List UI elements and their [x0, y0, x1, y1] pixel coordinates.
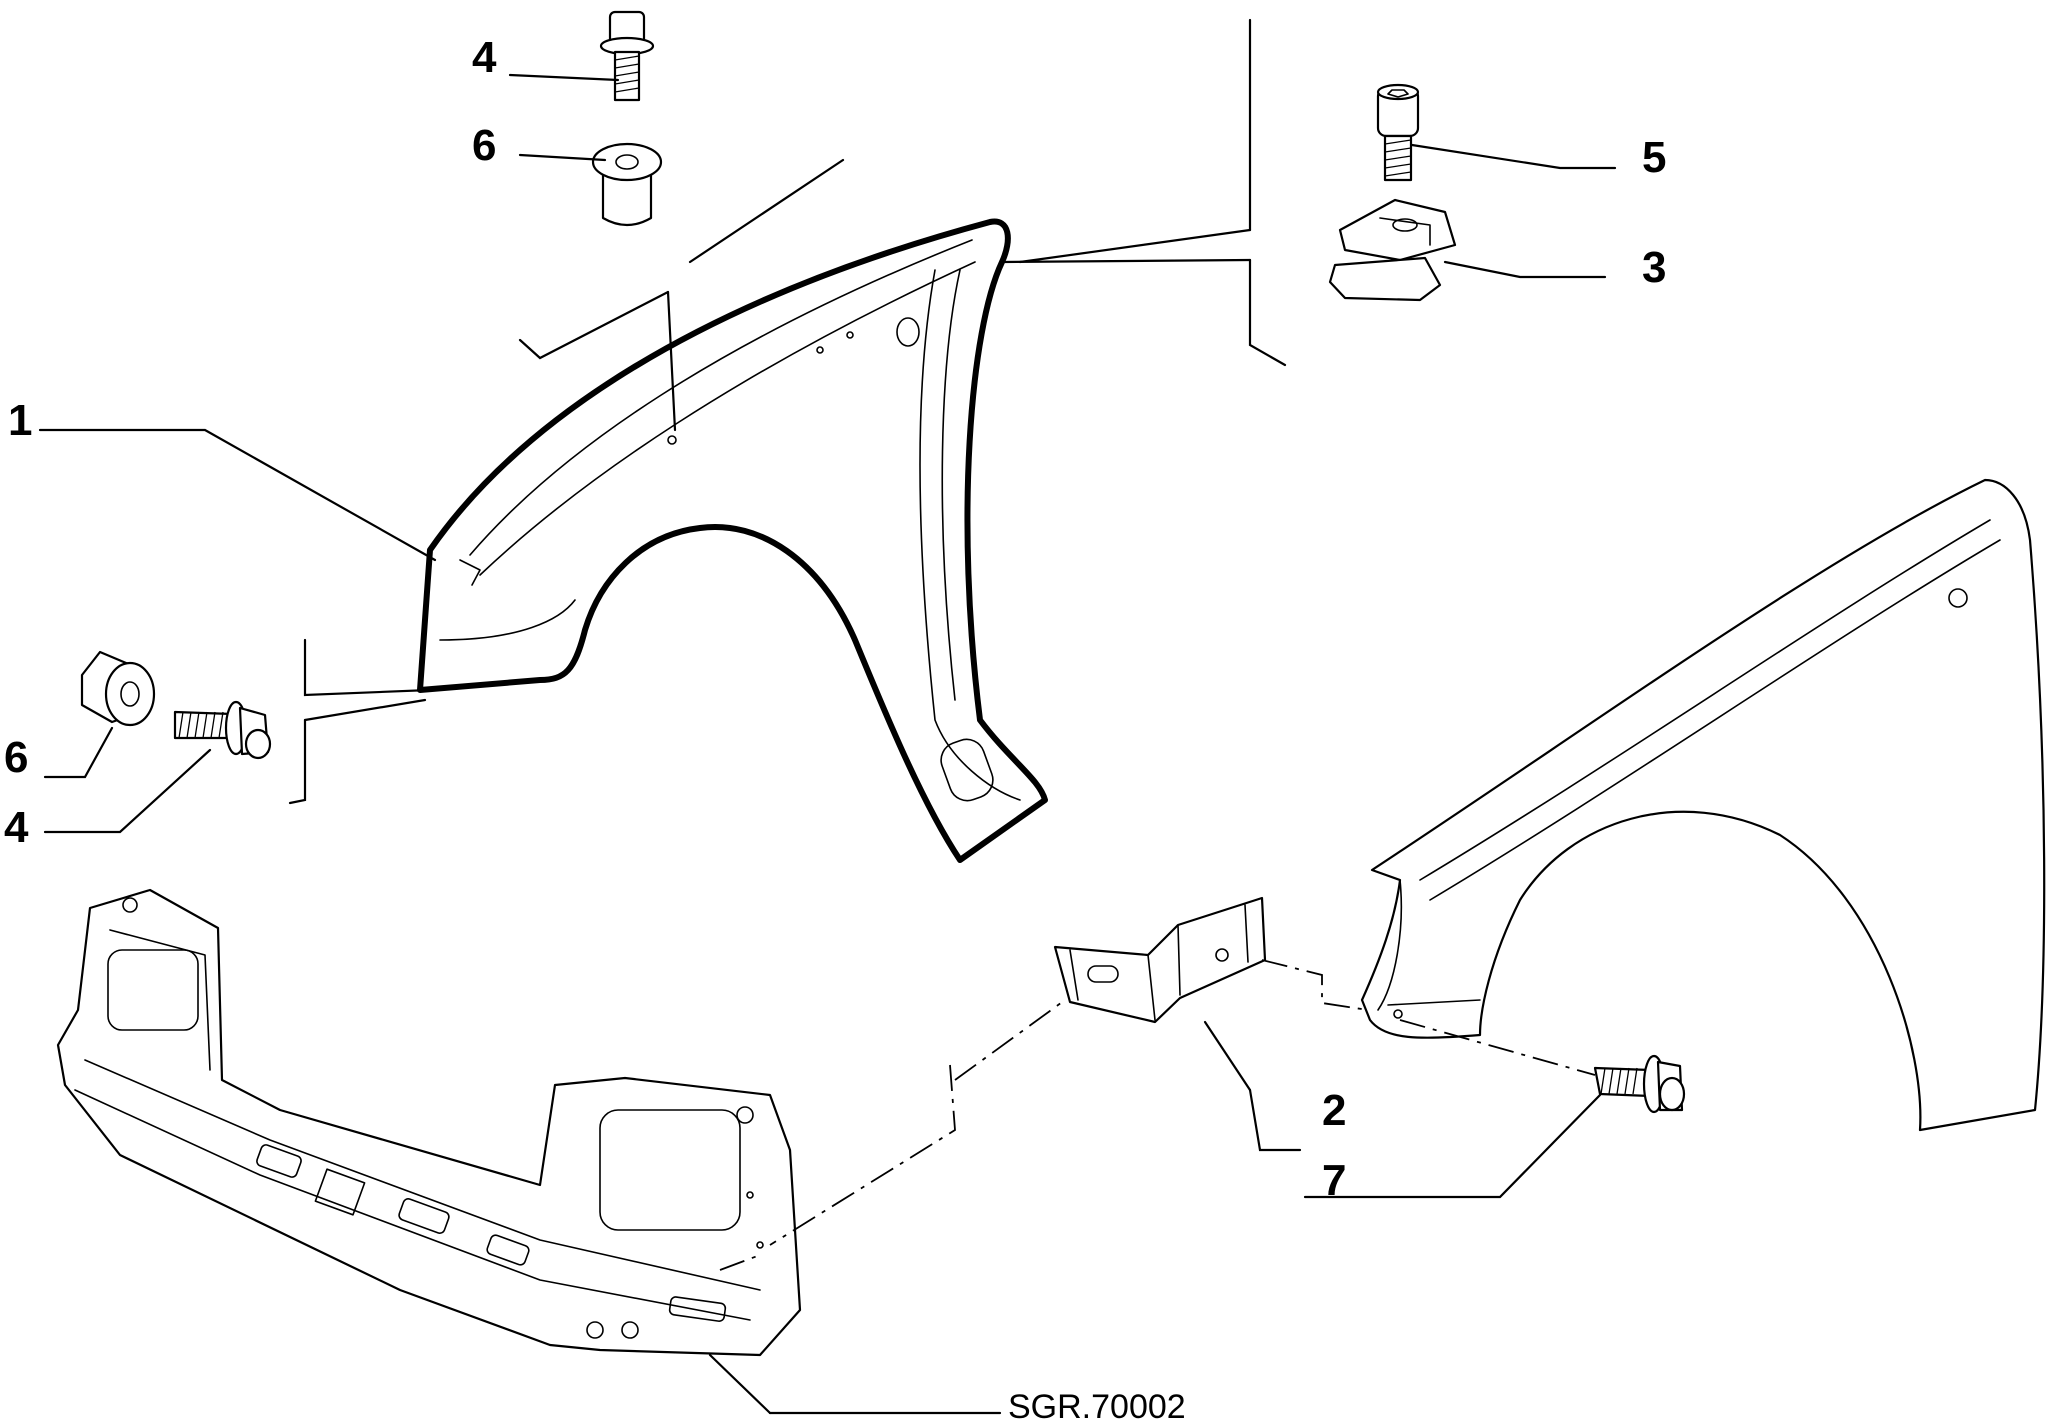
flange-bolt-right	[1593, 1054, 1686, 1114]
callout-4-top: 4	[472, 33, 497, 82]
installation-lines	[288, 18, 1596, 1271]
inner-fender-liner	[417, 218, 1048, 863]
socket-cap-screw	[1376, 83, 1420, 182]
callout-labels: 1 2 3 4 4 5 6 6 7 SGR.70002	[4, 33, 1666, 1421]
front-crossmember	[56, 888, 802, 1357]
callout-3: 3	[1642, 243, 1666, 292]
callout-7: 7	[1322, 1156, 1346, 1205]
flange-bolt-left	[173, 700, 272, 760]
cage-nut-top	[591, 142, 663, 227]
callout-leaders	[38, 73, 1617, 1415]
fender-bracket	[1053, 896, 1267, 1024]
cage-nut-left	[80, 650, 156, 727]
callout-6-top: 6	[472, 121, 496, 170]
callout-4-left: 4	[4, 803, 29, 852]
callout-5: 5	[1642, 133, 1666, 182]
flange-bolt-top	[599, 10, 655, 102]
callout-6-left: 6	[4, 733, 28, 782]
outer-fender	[1360, 478, 2046, 1132]
callout-2: 2	[1322, 1086, 1346, 1135]
clip-nut	[1328, 198, 1457, 302]
callout-1: 1	[8, 396, 32, 445]
reference-code: SGR.70002	[1008, 1388, 1186, 1421]
